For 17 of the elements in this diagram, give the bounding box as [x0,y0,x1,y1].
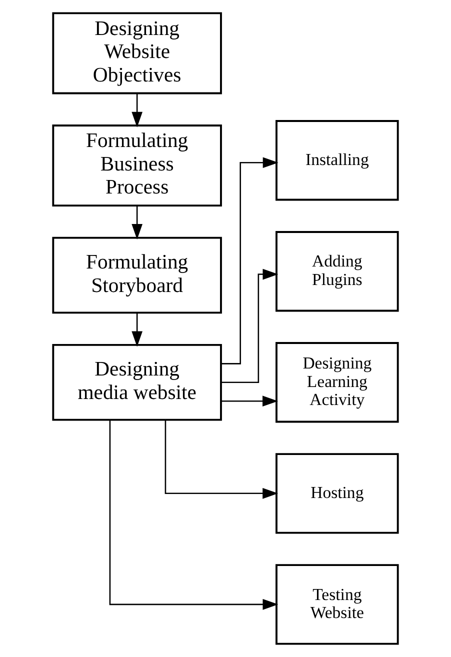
node-box: Installing [276,120,399,201]
node-box: Designing Website Objectives [52,12,222,94]
arrow [109,420,278,610]
node-box: Adding Plugins [276,231,399,312]
arrow [221,157,278,364]
arrow [132,206,142,240]
node-box: Designing media website [52,344,222,421]
arrow [221,268,278,384]
node-box: Formulating Storyboard [52,236,222,314]
arrow [164,420,278,499]
node-box: Designing Learning Activity [276,342,399,423]
arrow [132,312,142,347]
node-box: Testing Website [276,564,399,645]
arrow [132,94,142,128]
node-box: Hosting [276,453,399,534]
node-box: Formulating Business Process [52,124,222,206]
arrow [221,396,278,407]
